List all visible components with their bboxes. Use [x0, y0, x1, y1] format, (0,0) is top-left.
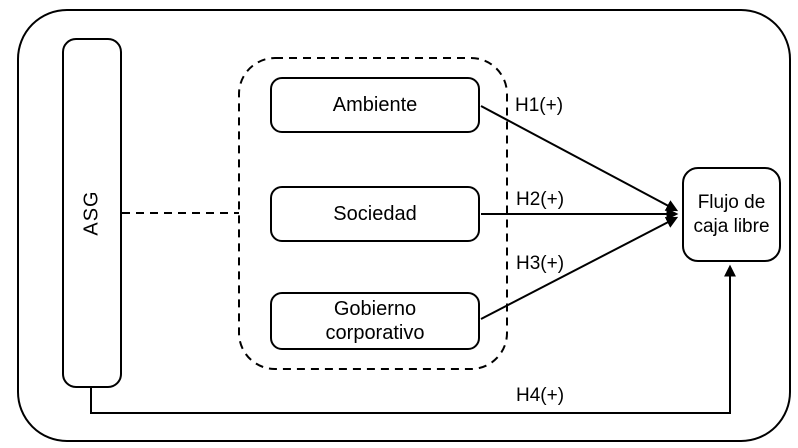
outer-frame [17, 9, 791, 442]
node-sociedad: Sociedad [270, 186, 480, 242]
node-flujo-de-caja-libre-label: Flujo de caja libre [693, 191, 770, 237]
node-gobierno-corporativo: Gobierno corporativo [270, 292, 480, 350]
node-gobierno-corporativo-label: Gobierno corporativo [325, 298, 425, 344]
node-ambiente: Ambiente [270, 77, 480, 133]
h3-hypothesis-label: H3(+) [516, 253, 565, 274]
node-flujo-de-caja-libre: Flujo de caja libre [682, 167, 781, 262]
node-ambiente-label: Ambiente [332, 94, 418, 116]
node-asg: ASG [62, 38, 122, 388]
h1-hypothesis-label: H1(+) [515, 95, 564, 116]
h2-hypothesis-label: H2(+) [516, 189, 565, 210]
node-asg-label: ASG [81, 190, 103, 236]
node-sociedad-label: Sociedad [333, 203, 417, 225]
h4-hypothesis-label: H4(+) [516, 385, 565, 406]
